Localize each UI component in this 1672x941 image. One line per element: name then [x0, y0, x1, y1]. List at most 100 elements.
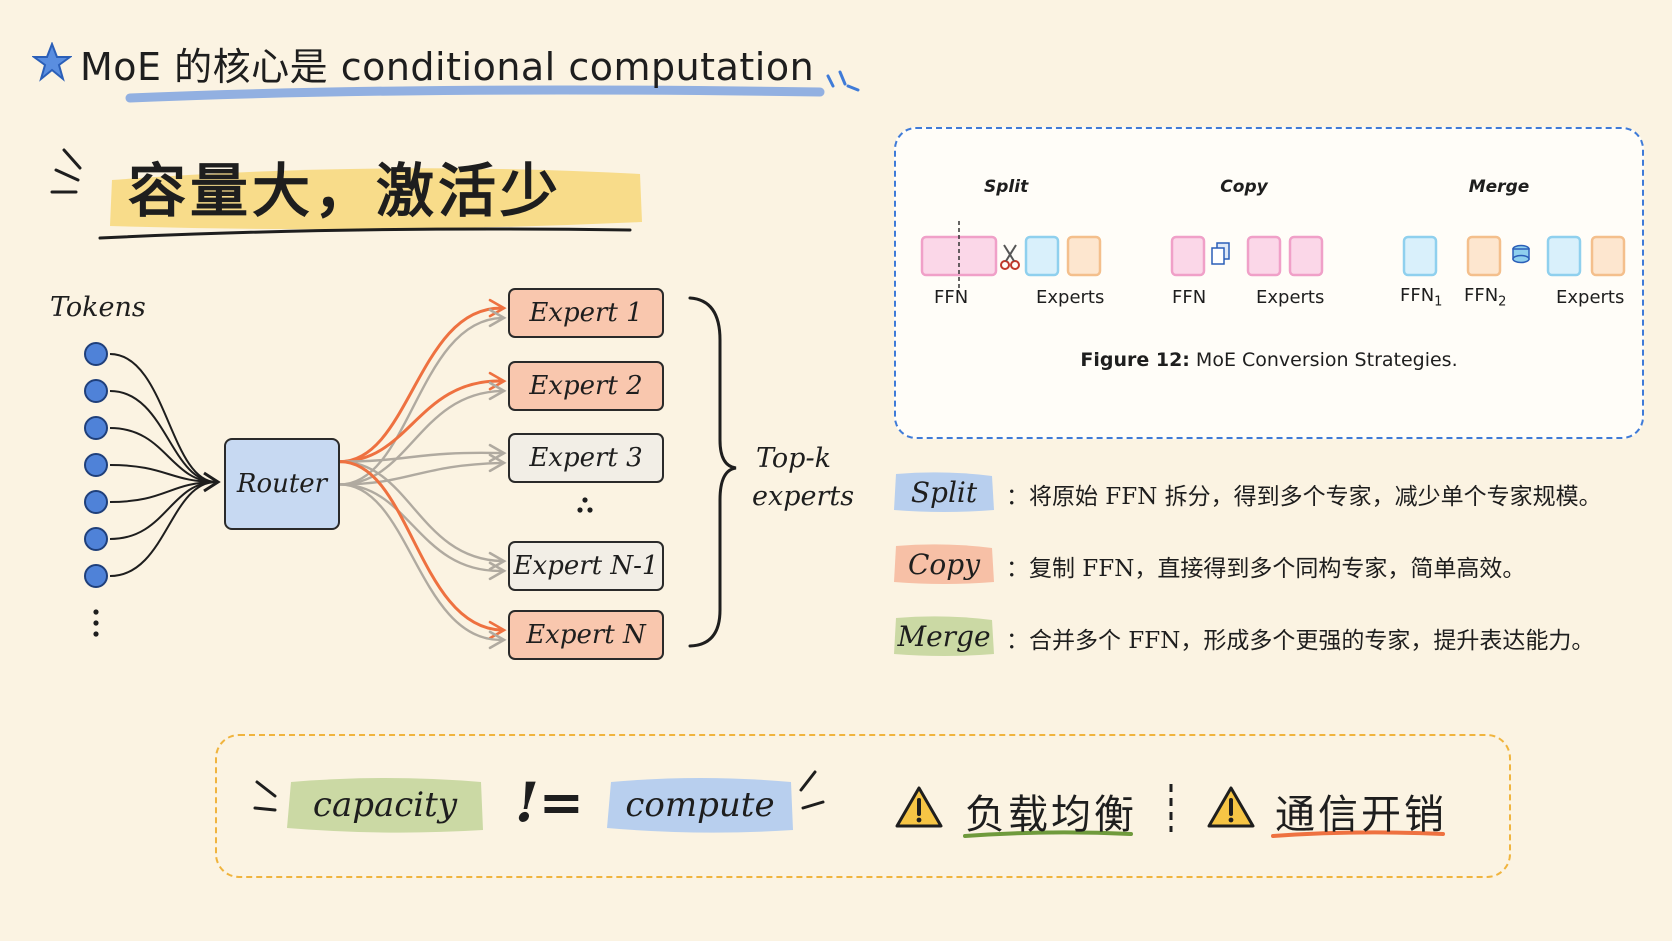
merge-ffn1-text: FFN: [1400, 285, 1435, 306]
expert-box: Expert N-1: [508, 541, 664, 591]
scissors-icon: [1000, 244, 1020, 270]
merge-group: [1402, 235, 1626, 277]
expert-label: Expert 3: [529, 443, 643, 473]
merge-ffn2-label: FFN2: [1464, 285, 1506, 310]
split-ffn-label: FFN: [934, 287, 969, 308]
expert-arrow: [338, 483, 504, 642]
strategy-tag-copy: Copy: [892, 542, 996, 586]
expert-label: Expert N: [526, 620, 646, 650]
subtitle-spark-1: [54, 168, 80, 182]
router-label: Router: [236, 469, 328, 499]
copy-icon: [1211, 242, 1230, 265]
tokens-label: Tokens: [50, 292, 146, 323]
page-title: MoE 的核心是 conditional computation: [30, 28, 870, 108]
expert-label: Expert 1: [529, 298, 643, 328]
expert-arrowhead: [488, 381, 507, 401]
expert-arrow: [338, 316, 504, 486]
topk-brace: [688, 296, 737, 648]
merge-ffn2-subscript: 2: [1498, 294, 1507, 310]
expert-arrowhead: [488, 308, 507, 328]
strategy-tag-split: Split: [892, 470, 996, 514]
warning-text-communication: 通信开销: [1275, 792, 1447, 838]
spark-mark-3: [846, 84, 860, 92]
merge-title: Merge: [1468, 177, 1530, 197]
token-dot: [84, 416, 108, 440]
spark-mark-1: [826, 74, 835, 88]
capacity-text: capacity: [312, 785, 458, 825]
split-expert-2: [1066, 235, 1102, 277]
strategy-tag-label: Copy: [907, 547, 981, 581]
expert-box: Expert 2: [508, 361, 664, 411]
token-arrow: [109, 481, 217, 577]
merge-ffn2-block: [1466, 235, 1502, 277]
title-decoration: [125, 70, 860, 103]
expert-arrowhead: [488, 630, 507, 650]
merge-expert-1: [1546, 235, 1582, 277]
figure-caption: Figure 12: MoE Conversion Strategies.: [896, 349, 1642, 371]
copy-title: Copy: [1220, 177, 1268, 197]
topk-label-line2: experts: [752, 481, 855, 512]
expert-arrow: [338, 460, 504, 563]
warning-underline-1: [963, 830, 1133, 838]
router-to-expert-arrows: [338, 298, 507, 650]
split-experts-label: Experts: [1036, 287, 1105, 308]
figure-caption-text: MoE Conversion Strategies.: [1189, 349, 1458, 371]
not-equal-sign: !=: [515, 770, 584, 834]
token-arrow: [109, 390, 217, 483]
token-ellipsis-dot: [93, 620, 99, 626]
copy-ffn-block: [1170, 235, 1206, 277]
expert-arrow: [338, 306, 504, 464]
merge-ffn1-label: FFN1: [1400, 285, 1442, 310]
token-dot: [84, 379, 108, 403]
token-ellipsis-dot: [93, 631, 99, 637]
router-box: Router: [224, 438, 340, 530]
figure-caption-bold: Figure 12:: [1080, 349, 1190, 371]
copy-experts-label: Experts: [1256, 287, 1325, 308]
expert-box: Expert 3: [508, 433, 664, 483]
token-arrow: [109, 481, 217, 503]
split-expert-1: [1024, 235, 1060, 277]
subtitle-text: 容量大，激活少: [128, 157, 563, 225]
moe-routing-diagram: [84, 296, 737, 650]
copy-expert-2: [1288, 235, 1324, 277]
spark-left-1: [255, 780, 277, 798]
title-underline: [125, 85, 825, 103]
expert-label: Expert N-1: [513, 551, 659, 581]
topk-label: Top-k experts: [752, 440, 854, 516]
ellipsis-dots: [577, 497, 593, 513]
compute-highlight: [607, 778, 793, 833]
footer-panel: capacity != compute 负载均衡 通信开销: [215, 734, 1511, 878]
strategy-desc-merge: ：合并多个 FFN，形成多个更强的专家，提升表达能力。: [1006, 628, 1595, 654]
expert-arrow: [338, 379, 504, 464]
token-dot: [84, 342, 108, 366]
expert-label: Expert 2: [529, 371, 643, 401]
spark-left-2: [253, 806, 277, 812]
token-to-router-arrows: [109, 353, 221, 577]
expert-arrow: [338, 461, 504, 486]
split-group: [920, 221, 1102, 289]
token-dot: [84, 564, 108, 588]
token-arrow: [109, 427, 217, 483]
strategy-tag-bg: [894, 616, 994, 656]
strategy-tag-label: Merge: [897, 619, 991, 653]
strategy-tag-bg: [894, 472, 994, 512]
star-icon: [32, 42, 72, 82]
subtitle: 容量大，激活少: [50, 130, 650, 245]
expert-arrowhead: [488, 561, 507, 581]
warning-underline-2: [1271, 830, 1445, 838]
expert-box: Expert N: [508, 610, 664, 660]
strategy-desc-split: ：将原始 FFN 拆分，得到多个专家，减少单个专家规模。: [1006, 484, 1602, 510]
expert-arrow: [338, 451, 504, 463]
copy-ffn-label: FFN: [1172, 287, 1207, 308]
token-dot: [84, 490, 108, 514]
copy-expert-1: [1246, 235, 1282, 277]
merge-ffn1-subscript: 1: [1434, 294, 1443, 310]
conversion-figure: [920, 221, 1626, 289]
token-arrow: [109, 353, 217, 483]
footer-decoration: [253, 770, 1445, 838]
token-group: [84, 342, 108, 637]
subtitle-underline: [98, 227, 632, 240]
merge-experts-label: Experts: [1556, 287, 1625, 308]
topk-label-line1: Top-k: [756, 443, 831, 474]
figure-panel: Split Copy Merge FFN Experts FFN Experts…: [894, 127, 1644, 439]
